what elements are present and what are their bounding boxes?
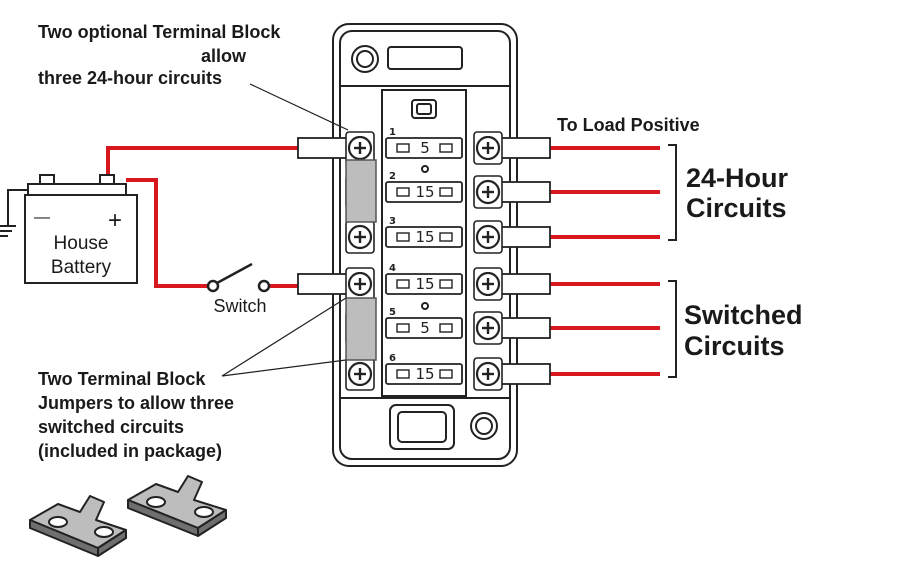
switched-circuits-label-line2: Circuits xyxy=(684,331,785,361)
jumpers-label-line4: (included in package) xyxy=(38,441,222,461)
fuse-2 xyxy=(385,181,463,203)
center-marker-1 xyxy=(421,165,429,173)
fuse-row-1: 51 xyxy=(297,127,551,165)
battery-minus-sign: — xyxy=(34,209,50,226)
loose-jumper-right-hole-2 xyxy=(194,506,214,518)
leader-jumper-1 xyxy=(221,297,347,377)
wires xyxy=(106,146,660,376)
bottom-latch-inner xyxy=(397,411,447,443)
load-lug-2 xyxy=(499,181,551,203)
fuse-5 xyxy=(385,317,463,339)
fuse-6-blade-right xyxy=(439,369,453,379)
switch-contact-right xyxy=(257,279,271,293)
load-lug-3 xyxy=(499,226,551,248)
loose-jumper-left-hole-1 xyxy=(48,516,68,528)
fuse-4-blade-left xyxy=(396,279,410,289)
fuse-5-blade-right xyxy=(439,323,453,333)
load-lug-4 xyxy=(499,273,551,295)
fuse-6-blade-left xyxy=(396,369,410,379)
installed-jumper-1 xyxy=(345,159,377,223)
jumpers-label-line1: Two Terminal Block xyxy=(38,369,206,389)
fuse-2-position: 2 xyxy=(389,171,396,182)
loose-jumper-right-hole-1 xyxy=(146,496,166,508)
load-lug-1 xyxy=(499,137,551,159)
switch-contact-left xyxy=(206,279,220,293)
optional-blocks-label-line1: Two optional Terminal Block xyxy=(38,22,281,42)
battery-label-line2: Battery xyxy=(51,257,112,278)
hour-circuits-label-line1: 24-Hour xyxy=(686,163,789,193)
switch-lever xyxy=(216,262,253,285)
fuse-6-position: 6 xyxy=(389,353,396,364)
fuse-5-position: 5 xyxy=(389,307,396,318)
mount-hole-top-inner xyxy=(356,50,374,68)
loose-jumper-left-hole-2 xyxy=(94,526,114,538)
loose-jumper-left xyxy=(29,495,127,557)
ground-wire xyxy=(7,189,28,225)
fuse-4-blade-right xyxy=(439,279,453,289)
top-tab-inner xyxy=(416,103,432,115)
fuse-row-3: 15 3 xyxy=(345,216,551,254)
optional-blocks-label-line3: three 24-hour circuits xyxy=(38,68,222,88)
switch-symbol xyxy=(206,262,271,293)
load-lug-6 xyxy=(499,363,551,385)
switched-circuits-label-line1: Switched xyxy=(684,300,803,330)
center-marker-2 xyxy=(421,302,429,310)
loose-jumper-left-side2 xyxy=(97,529,127,557)
hour-circuits-label-line2: Circuits xyxy=(686,193,787,223)
fuse-5-blade-left xyxy=(396,323,410,333)
mount-hole-bottom-inner xyxy=(475,417,493,435)
fuse-4-position: 4 xyxy=(389,263,396,274)
switch-label: Switch xyxy=(213,296,266,316)
fuse-3-position: 3 xyxy=(389,216,396,227)
fuse-2-blade-left xyxy=(396,187,410,197)
fuse-3 xyxy=(385,226,463,248)
leader-jumper-2 xyxy=(221,359,347,377)
fuse-3-rating: 15 xyxy=(415,228,434,246)
jumpers-label-line3: switched circuits xyxy=(38,417,184,437)
house-battery xyxy=(0,174,138,284)
fuse-1-position: 1 xyxy=(389,127,396,138)
brackets xyxy=(668,144,677,378)
fuse-3-blade-left xyxy=(396,232,410,242)
optional-blocks-label-line2: allow xyxy=(201,46,247,66)
fuse-1-rating: 5 xyxy=(420,139,430,157)
fuse-row-6: 15 6 xyxy=(345,353,551,391)
fuse-1 xyxy=(385,137,463,159)
to-load-positive-label: To Load Positive xyxy=(557,115,700,135)
fuse-4-rating: 15 xyxy=(415,275,434,293)
battery-body xyxy=(24,194,138,284)
load-lug-5 xyxy=(499,317,551,339)
bus-lug-4 xyxy=(297,273,351,295)
bus-lug-1 xyxy=(297,137,351,159)
leader-optional-blocks xyxy=(249,83,349,131)
fuse-2-rating: 15 xyxy=(415,183,434,201)
fuse-1-blade-right xyxy=(439,143,453,153)
jumpers-label-line2: Jumpers to allow three xyxy=(38,393,234,413)
fuse-4 xyxy=(385,273,463,295)
bracket-24-hour xyxy=(668,144,677,241)
loose-jumper-right xyxy=(127,475,227,537)
wire-battery-to-bus-top xyxy=(106,146,300,180)
fuse-2-blade-right xyxy=(439,187,453,197)
label-window xyxy=(387,46,463,70)
installed-jumpers xyxy=(345,159,377,361)
loose-jumper-right-side2 xyxy=(197,509,227,537)
fuse-6 xyxy=(385,363,463,385)
installed-jumper-2 xyxy=(345,297,377,361)
fuse-5-rating: 5 xyxy=(420,319,430,337)
fuse-6-rating: 15 xyxy=(415,365,434,383)
bracket-switched xyxy=(668,280,677,378)
battery-plus-sign: + xyxy=(108,207,122,234)
fuse-3-blade-right xyxy=(439,232,453,242)
wire-battery-to-switch xyxy=(126,178,207,288)
leader-lines xyxy=(221,83,349,377)
battery-label-line1: House xyxy=(54,233,109,254)
fuse-1-blade-left xyxy=(396,143,410,153)
